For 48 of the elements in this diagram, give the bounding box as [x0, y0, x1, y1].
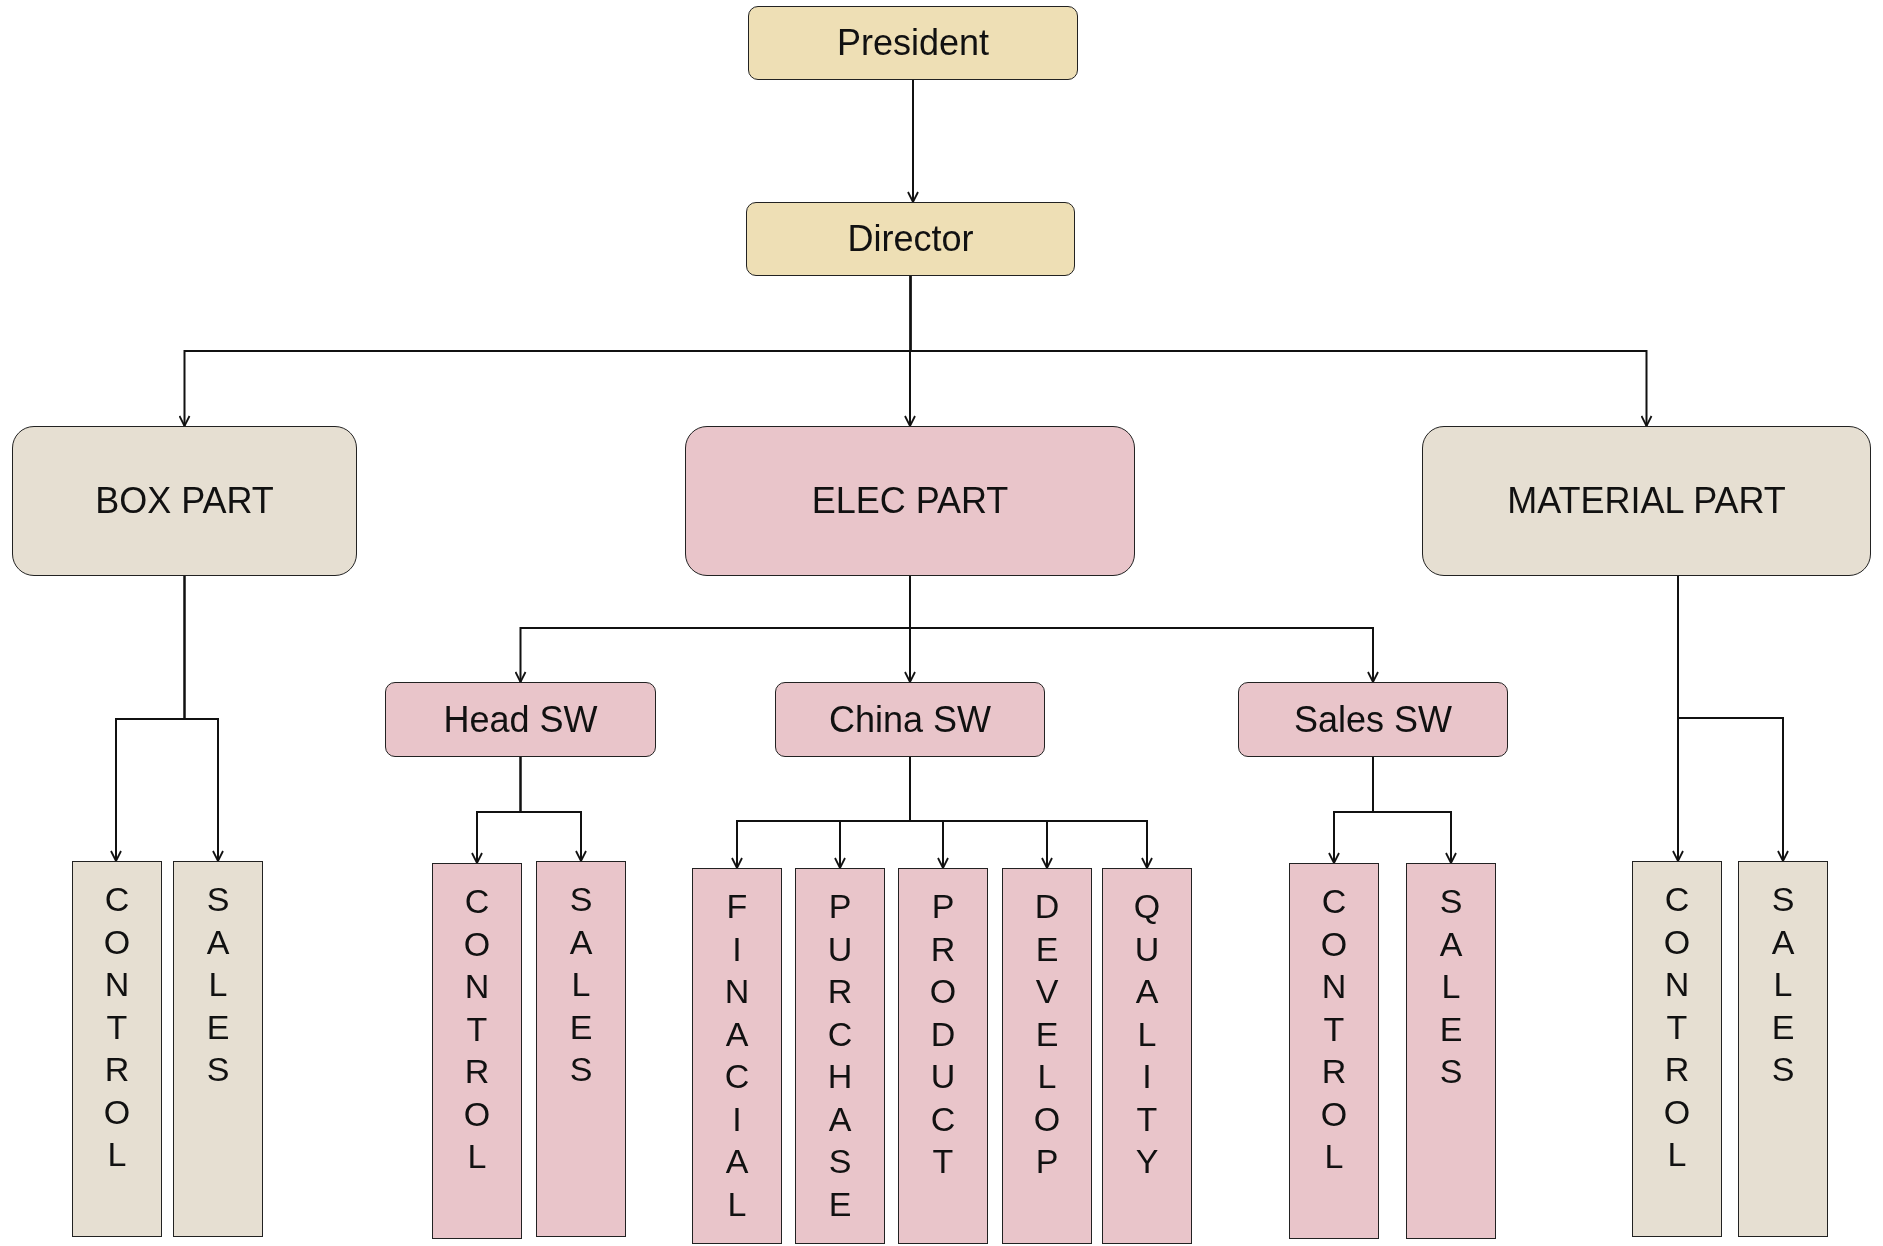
org-box [775, 682, 1045, 757]
arrow [909, 756, 1153, 869]
node-label: BOX PART [95, 480, 274, 522]
node-label: China SW [828, 698, 992, 741]
node-label: SALES [205, 879, 231, 1090]
department-column [692, 868, 782, 1244]
node-label: PURCHASE [826, 886, 854, 1225]
node-label: Head SW [443, 698, 598, 741]
org-box [385, 682, 656, 757]
node-label: CONTROL [1320, 881, 1348, 1177]
arrow [909, 275, 1653, 427]
node-label: CONTROL [1663, 879, 1691, 1175]
node-label: DEVELOP [1033, 886, 1061, 1182]
department-column [1632, 861, 1722, 1237]
node-label: SALES [1438, 881, 1464, 1092]
node-label: MATERIAL PART [1507, 480, 1786, 522]
node-label: Sales SW [1293, 698, 1452, 741]
department-column [536, 861, 626, 1237]
arrow [519, 756, 587, 862]
department-column [898, 868, 988, 1244]
node-label: QUALITY [1133, 886, 1161, 1182]
org-box [685, 426, 1135, 576]
department-column [1002, 868, 1092, 1244]
org-box [746, 202, 1075, 276]
node-label: ELEC PART [811, 480, 1009, 522]
department-column [1102, 868, 1192, 1244]
department-column [173, 861, 263, 1237]
node-label: PRODUCT [929, 886, 957, 1182]
node-label: FINACIAL [723, 886, 751, 1225]
org-box [12, 426, 357, 576]
org-box [748, 6, 1078, 80]
department-column [72, 861, 162, 1237]
node-label: President [836, 22, 990, 64]
department-column [1289, 863, 1379, 1239]
node-label: CONTROL [103, 879, 131, 1175]
org-box [1238, 682, 1508, 757]
arrow [907, 79, 919, 203]
department-column [1738, 861, 1828, 1237]
arrow [1372, 756, 1457, 864]
node-label: SALES [568, 879, 594, 1090]
org-box [1422, 426, 1871, 576]
node-label: Director [847, 218, 974, 260]
arrow [183, 575, 224, 862]
node-label: CONTROL [463, 881, 491, 1177]
department-column [432, 863, 522, 1239]
node-label: SALES [1770, 879, 1796, 1090]
department-column [795, 868, 885, 1244]
department-column [1406, 863, 1496, 1239]
